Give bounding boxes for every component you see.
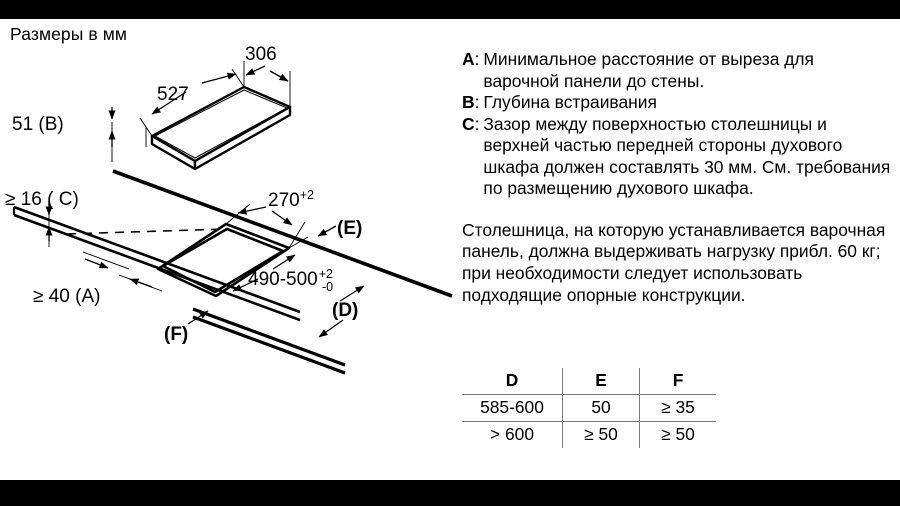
table-cell-d-1: 585-600 — [462, 394, 563, 422]
installation-diagram: 527 306 51 (B) — [0, 19, 460, 419]
legend-item-a: A : Минимальное расстояние от выреза для… — [462, 49, 894, 92]
dimension-table: D E F 585-600 50 ≥ 35 > 600 ≥ 50 ≥ 50 — [462, 368, 716, 448]
label-e: (E) — [337, 218, 362, 239]
dimension-16-c-label: ≥ 16 ( C) — [5, 189, 79, 210]
legend-panel: A : Минимальное расстояние от выреза для… — [462, 49, 894, 307]
load-requirement-paragraph: Столешница, на которую устанавливается в… — [462, 219, 886, 305]
legend-item-b: B : Глубина встраивания — [462, 92, 894, 114]
dimension-40-a-label: ≥ 40 (A) — [33, 286, 100, 307]
label-f: (F) — [164, 324, 188, 345]
label-e-leader: (E) — [317, 218, 362, 239]
dimension-table-wrapper: D E F 585-600 50 ≥ 35 > 600 ≥ 50 ≥ 50 — [462, 368, 716, 448]
table-row: > 600 ≥ 50 ≥ 50 — [462, 421, 716, 448]
dimension-490-500-label: 490-500+2-0 — [248, 267, 333, 294]
legend-item-c: C : Зазор между поверхностью столешницы … — [462, 114, 894, 200]
worktop-top-edge — [112, 169, 453, 298]
dimension-51-b-label: 51 (B) — [12, 114, 64, 135]
dimension-270-label: 270+2 — [268, 188, 314, 211]
legend-separator-c: : — [474, 113, 480, 134]
dimension-527-label: 527 — [157, 84, 189, 105]
hidden-edge-dashed — [66, 228, 228, 235]
legend-key-b: B — [462, 92, 475, 112]
label-d-leader: (D) — [318, 285, 365, 338]
dimension-16-c: ≥ 16 ( C) — [5, 189, 79, 247]
page-title: Размеры в мм — [10, 24, 128, 44]
label-d: (D) — [332, 300, 358, 321]
table-header-d: D — [462, 368, 563, 395]
table-header-row: D E F — [462, 368, 716, 395]
dimension-306: 306 — [243, 44, 291, 107]
legend-separator-b: : — [474, 92, 480, 112]
dimension-306-label: 306 — [245, 44, 277, 65]
dimension-527: 527 — [139, 68, 245, 147]
dimension-490-500: 490-500+2-0 — [215, 236, 333, 297]
document-sheet: Размеры в мм — [0, 19, 900, 480]
worktop-left-edge — [12, 205, 301, 322]
legend-key-a: A — [462, 49, 475, 69]
dimension-270: 270+2 — [225, 188, 314, 249]
table-header-f: F — [639, 368, 716, 395]
legend-separator-a: : — [474, 49, 480, 69]
legend-text-a: Минимальное расстояние от выреза для вар… — [483, 49, 814, 91]
legend-key-c: C — [462, 113, 475, 134]
table-cell-d-2: > 600 — [489, 424, 534, 444]
legend-text-b: Глубина встраивания — [483, 92, 657, 112]
table-cell-f-2: ≥ 50 — [639, 421, 716, 448]
worktop-front-edge — [192, 307, 346, 375]
dimension-51-b: 51 (B) — [12, 107, 116, 162]
dimension-40-a: ≥ 40 (A) — [33, 251, 163, 307]
legend-text-c: Зазор между поверхностью столешницы и ве… — [483, 113, 891, 199]
label-f-leader: (F) — [164, 310, 209, 345]
table-cell-e-1: 50 — [562, 394, 640, 422]
table-header-e: E — [562, 368, 640, 395]
table-cell-e-2: ≥ 50 — [562, 421, 640, 448]
table-cell-f-1: ≥ 35 — [639, 394, 716, 422]
table-row: 585-600 50 ≥ 35 — [462, 394, 716, 422]
